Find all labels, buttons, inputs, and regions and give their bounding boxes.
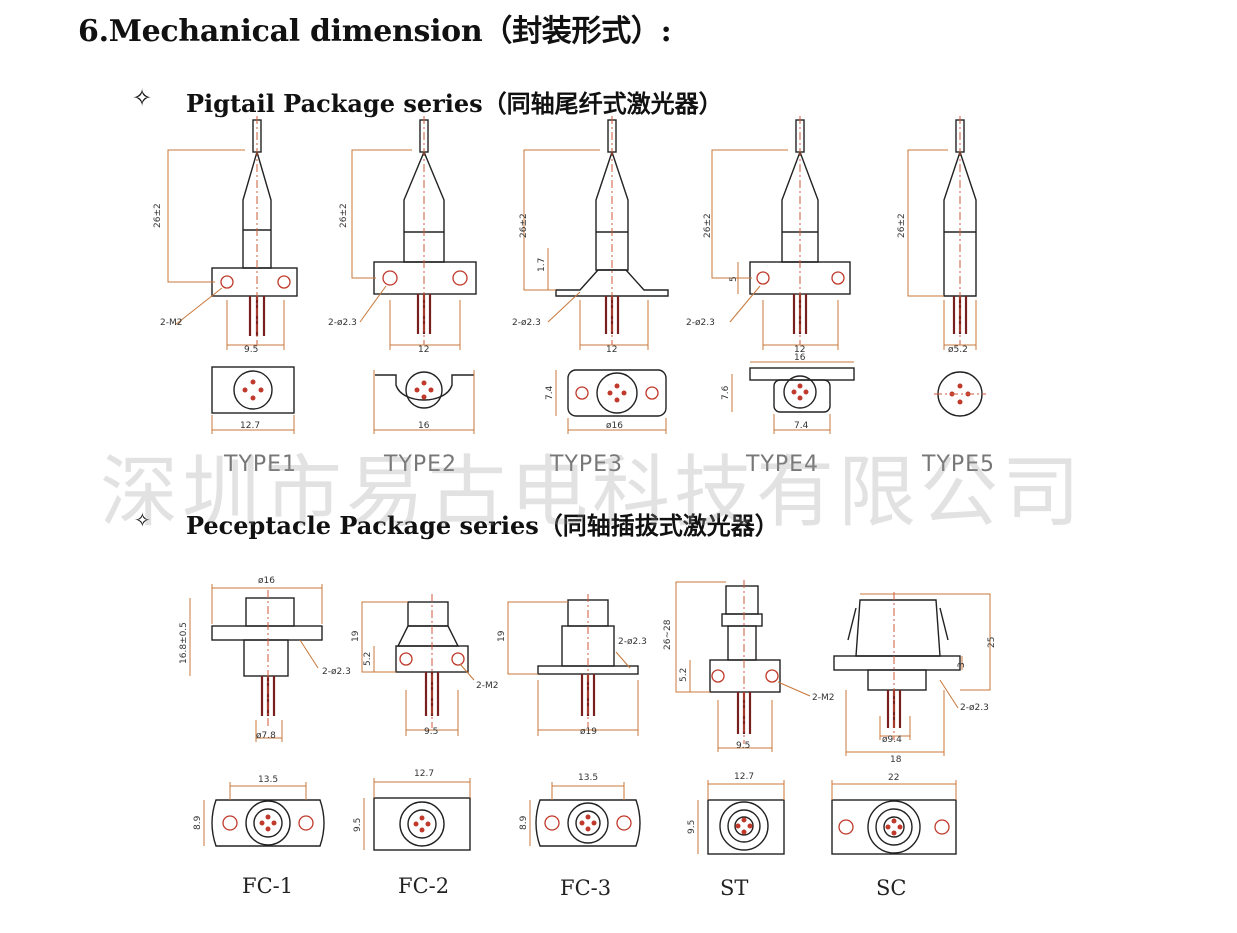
t3-side: 7.4 (545, 385, 555, 400)
type-label: TYPE5 (922, 452, 996, 477)
sc-h: 25 (987, 637, 997, 648)
receptacle-label: FC-2 (398, 874, 450, 898)
fc1-h: 16.8±0.5 (179, 622, 189, 664)
t4-base: 7.4 (794, 421, 809, 431)
type-label: TYPE4 (746, 452, 820, 477)
t4-w: 12 (794, 345, 805, 355)
st-base: 9.5 (736, 741, 750, 751)
type-label: TYPE1 (224, 452, 298, 477)
fc2-bh: 9.5 (353, 818, 363, 832)
t4-h: 5 (729, 276, 739, 282)
receptacle-label: FC-3 (560, 876, 612, 900)
fc1-drawing (189, 584, 325, 847)
t1-height: 26±2 (153, 203, 163, 228)
fc1-base: ø7.8 (256, 731, 276, 741)
fc2-h: 19 (351, 630, 361, 642)
t2-height: 26±2 (339, 203, 349, 228)
fc2-drawing (361, 594, 475, 851)
section-title-receptacle: Peceptacle Package series（同轴插拔式激光器） (186, 511, 779, 540)
t4-side: 7.6 (721, 385, 731, 400)
t3-height: 26±2 (519, 213, 529, 238)
t2-w: 12 (418, 345, 429, 355)
t3-h: 1.7 (537, 258, 547, 272)
bullet-icon: ✧ (132, 84, 153, 112)
fc2-base: 9.5 (424, 727, 438, 737)
section-title-pigtail: Pigtail Package series（同轴尾纤式激光器） (186, 89, 723, 118)
sc-bw: 22 (888, 773, 899, 783)
sc-drawing (831, 592, 991, 855)
fc1-top: ø16 (258, 576, 275, 586)
t2-base: 16 (418, 421, 430, 431)
fc3-drawing (507, 594, 641, 847)
t1-base: 12.7 (240, 421, 260, 431)
t4-height: 26±2 (703, 213, 713, 238)
fc1-hole: 2-ø2.3 (322, 667, 351, 677)
t2-hole: 2-ø2.3 (328, 318, 357, 328)
fc2-bw: 12.7 (414, 769, 434, 779)
fc1-bh: 8.9 (193, 815, 203, 830)
type-label: TYPE2 (384, 452, 458, 477)
fc3-bw: 13.5 (578, 773, 598, 783)
t4-hole: 2-ø2.3 (686, 318, 715, 328)
type5-drawing (907, 116, 986, 417)
t1-hole: 2-M2 (160, 318, 182, 328)
t3-hole: 2-ø2.3 (512, 318, 541, 328)
st-h: 26~28 (663, 619, 673, 650)
st-h2: 5.2 (679, 668, 689, 682)
t1-w: 9.5 (244, 345, 258, 355)
type3-drawing (523, 116, 669, 434)
st-bh: 9.5 (687, 820, 697, 834)
sc-h2: 3 (957, 662, 967, 668)
type1-drawing (167, 116, 298, 434)
type2-drawing (351, 116, 477, 434)
sc-base: ø9.4 (882, 735, 902, 745)
receptacle-label: FC-1 (242, 874, 294, 898)
t4-top: 16 (794, 353, 806, 363)
fc3-h: 19 (497, 630, 507, 642)
fc3-bh: 8.9 (519, 815, 529, 830)
receptacle-label: SC (876, 876, 907, 900)
st-bw: 12.7 (734, 772, 754, 782)
receptacle-label: ST (720, 876, 749, 900)
fc2-h2: 5.2 (363, 652, 373, 666)
t3-base: ø16 (606, 421, 623, 431)
bullet-icon: ✧ (134, 508, 151, 532)
st-hole: 2-M2 (812, 693, 834, 703)
fc3-base: ø19 (580, 727, 597, 737)
page-title: 6.Mechanical dimension（封装形式）: (78, 14, 672, 49)
sc-base2: 18 (890, 755, 902, 765)
fc3-hole: 2-ø2.3 (618, 637, 647, 647)
type4-drawing (711, 116, 855, 434)
st-drawing (675, 580, 811, 855)
fc1-bw: 13.5 (258, 775, 278, 785)
t5-height: 26±2 (897, 213, 907, 238)
type-label: TYPE3 (550, 452, 624, 477)
t3-w: 12 (606, 345, 617, 355)
sc-hole: 2-ø2.3 (960, 703, 989, 713)
t5-w: ø5.2 (948, 345, 968, 355)
fc2-hole: 2-M2 (476, 681, 498, 691)
